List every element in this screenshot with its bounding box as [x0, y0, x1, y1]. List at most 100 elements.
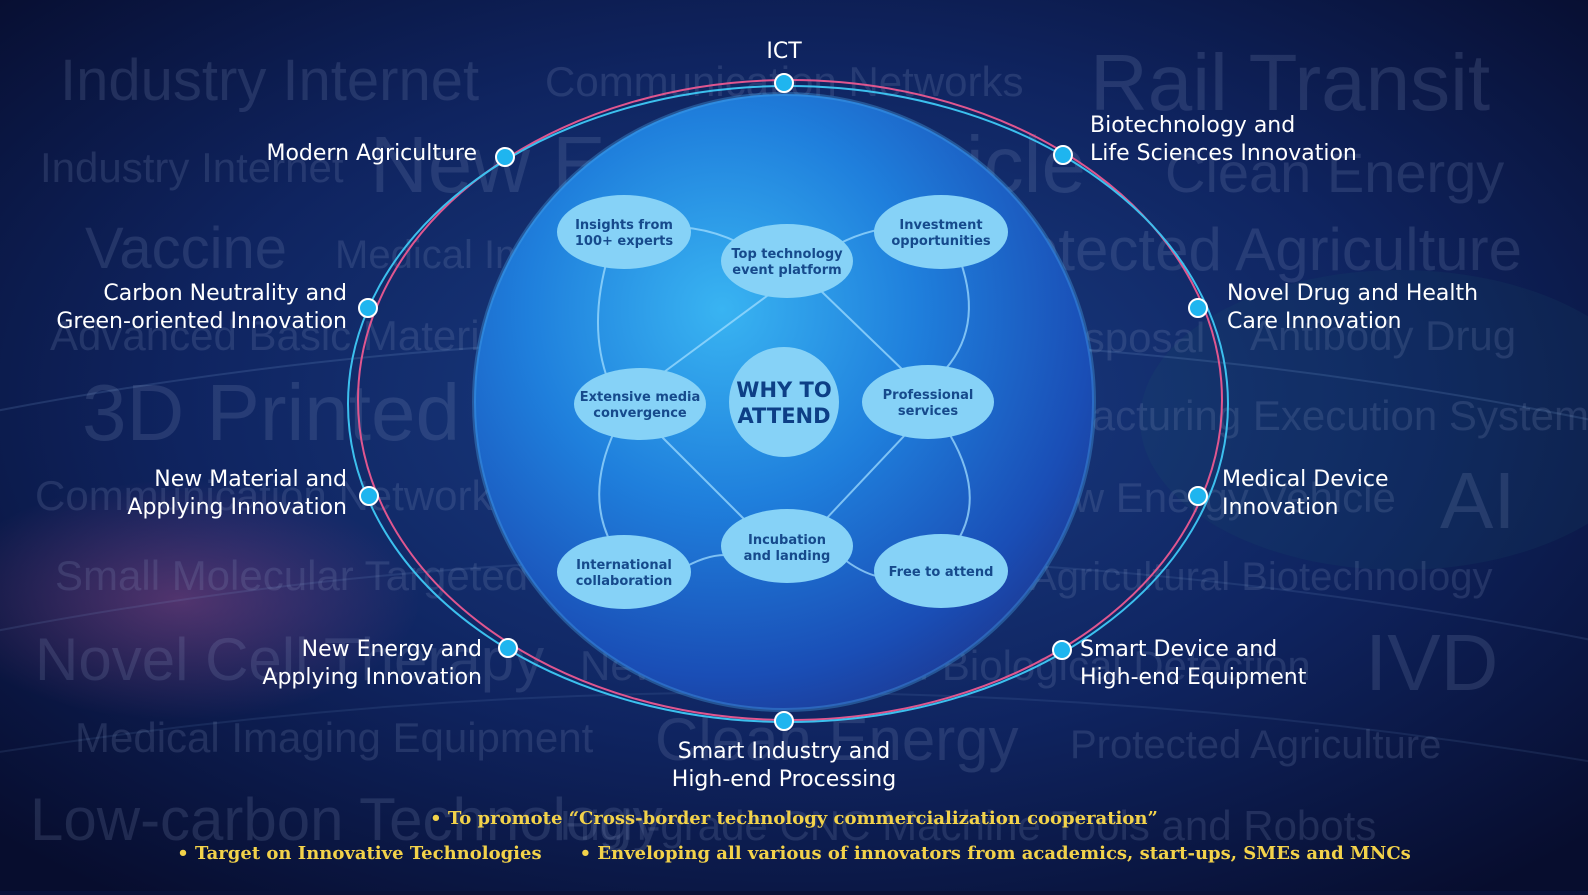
connector-line [819, 289, 906, 373]
category-dot [495, 147, 515, 167]
background-glow [1140, 270, 1588, 570]
node-label-line1: Professional [883, 388, 974, 403]
background-word: Clean Energy [1165, 141, 1504, 204]
center-circle [729, 347, 839, 457]
node-media: Extensive media convergence [574, 368, 706, 440]
category-label-line2: Innovation [1222, 495, 1339, 520]
category-smart-industry: Smart Industry and High-end Processing [624, 738, 944, 794]
category-new-energy: New Energy and Applying Innovation [180, 636, 482, 692]
connector-line [598, 429, 616, 546]
footer-line2: • Target on Innovative Technologies • Env… [0, 843, 1588, 864]
category-label-line1: Carbon Neutrality and [103, 281, 347, 306]
category-label-line2: Applying Innovation [262, 665, 482, 690]
background-word: Vaccine [85, 216, 287, 281]
connector-line [659, 434, 746, 521]
category-carbon-neutrality: Carbon Neutrality and Green-oriented Inn… [20, 280, 347, 336]
category-dot [358, 298, 378, 318]
node-ellipse [574, 368, 706, 440]
category-label-line2: High-end Processing [671, 767, 897, 792]
node-ellipse [874, 195, 1008, 269]
node-label-line2: convergence [593, 406, 687, 421]
category-label-line1: New Material and [154, 467, 347, 492]
node-label-line2: opportunities [891, 234, 991, 249]
node-label-line2: 100+ experts [575, 234, 674, 249]
node-international: International collaboration [557, 535, 691, 609]
node-ellipse [874, 534, 1008, 608]
footer-bullet-enveloping: • Enveloping all various of innovators f… [579, 843, 1411, 864]
background-word: Medical Imaging Equipment [75, 714, 594, 761]
background-word: Industry Internet [60, 48, 479, 113]
node-label-line1: Investment [899, 218, 982, 233]
node-professional: Professional services [862, 365, 994, 439]
node-label-line2: and landing [744, 549, 831, 564]
category-label-line2: Care Innovation [1227, 309, 1402, 334]
node-label-line1: Free to attend [889, 565, 994, 580]
category-label-line2: Applying Innovation [127, 495, 347, 520]
category-label-line2: Life Sciences Innovation [1090, 141, 1357, 166]
background-word: Industry Internet [40, 144, 344, 191]
category-label-line1: Modern Agriculture [266, 141, 477, 166]
central-sphere-rim [472, 92, 1096, 712]
category-label-line1: Biotechnology and [1090, 113, 1296, 138]
node-label-line2: event platform [732, 263, 841, 278]
node-label-line1: International [576, 558, 672, 573]
category-label-line1: Smart Device and [1080, 637, 1278, 662]
category-label-line2: High-end Equipment [1080, 665, 1307, 690]
category-dot [1188, 298, 1208, 318]
node-ellipse [721, 224, 853, 298]
category-biotechnology: Biotechnology and Life Sciences Innovati… [1090, 112, 1390, 168]
category-smart-device: Smart Device and High-end Equipment [1080, 636, 1360, 692]
node-insights: Insights from 100+ experts [557, 195, 691, 269]
category-label-line1: Smart Industry and [677, 739, 891, 764]
center-text-line2: ATTEND [737, 404, 830, 428]
background-word: Protected Agriculture [1070, 723, 1441, 767]
category-dot [359, 486, 379, 506]
category-label-line1: ICT [766, 39, 802, 64]
background-glow [0, 480, 420, 720]
category-ict: ICT [734, 38, 834, 66]
node-label-line1: Extensive media [580, 390, 700, 405]
background-word: Advanced Basic Materials [50, 312, 533, 359]
node-ellipse [721, 509, 853, 583]
category-label-line1: Medical Device [1222, 467, 1389, 492]
background-word: Antibody Drug [1250, 312, 1516, 359]
footer-line1: • To promote “Cross-border technology co… [0, 808, 1588, 829]
reason-nodes: Insights from 100+ experts Top technolog… [557, 195, 1008, 609]
category-label-line1: New Energy and [301, 637, 482, 662]
category-dot [774, 711, 794, 731]
category-dot [1052, 640, 1072, 660]
background-word: Agricultural Biotechnology [1030, 555, 1492, 599]
category-novel-drug: Novel Drug and Health Care Innovation [1227, 280, 1527, 336]
node-ellipse [557, 195, 691, 269]
footer-bullet-target: • Target on Innovative Technologies [177, 843, 542, 864]
background-word: IVD [1365, 618, 1498, 707]
category-medical-device: Medical Device Innovation [1222, 466, 1482, 522]
node-label-line1: Incubation [748, 533, 826, 548]
node-ellipse [862, 365, 994, 439]
category-dot [774, 73, 794, 93]
category-dot [1188, 486, 1208, 506]
connector-line [939, 259, 970, 376]
node-label-line2: services [898, 404, 958, 419]
node-label-line1: Top technology [731, 247, 843, 262]
node-label-line1: Insights from [575, 218, 673, 233]
node-ellipse [557, 535, 691, 609]
category-modern-agriculture: Modern Agriculture [180, 140, 477, 168]
background-word: AI [1440, 456, 1516, 545]
category-dot [1053, 145, 1073, 165]
background-word: Communication Networks [35, 472, 514, 519]
background-word: Rail Transit [1090, 38, 1490, 127]
category-dots [358, 73, 1208, 731]
connector-line [949, 434, 971, 541]
node-incubation: Incubation and landing [721, 509, 853, 583]
node-free: Free to attend [874, 534, 1008, 608]
category-label-line2: Green-oriented Innovation [56, 309, 347, 334]
background-word: Low-carbon Technology [30, 786, 663, 853]
background-word: Novel Cell Therapy [35, 626, 544, 693]
category-label-line1: Novel Drug and Health [1227, 281, 1479, 306]
footer-bullet-promote: • To promote “Cross-border technology co… [430, 808, 1158, 829]
connector-line [824, 434, 906, 521]
node-investment: Investment opportunities [874, 195, 1008, 269]
